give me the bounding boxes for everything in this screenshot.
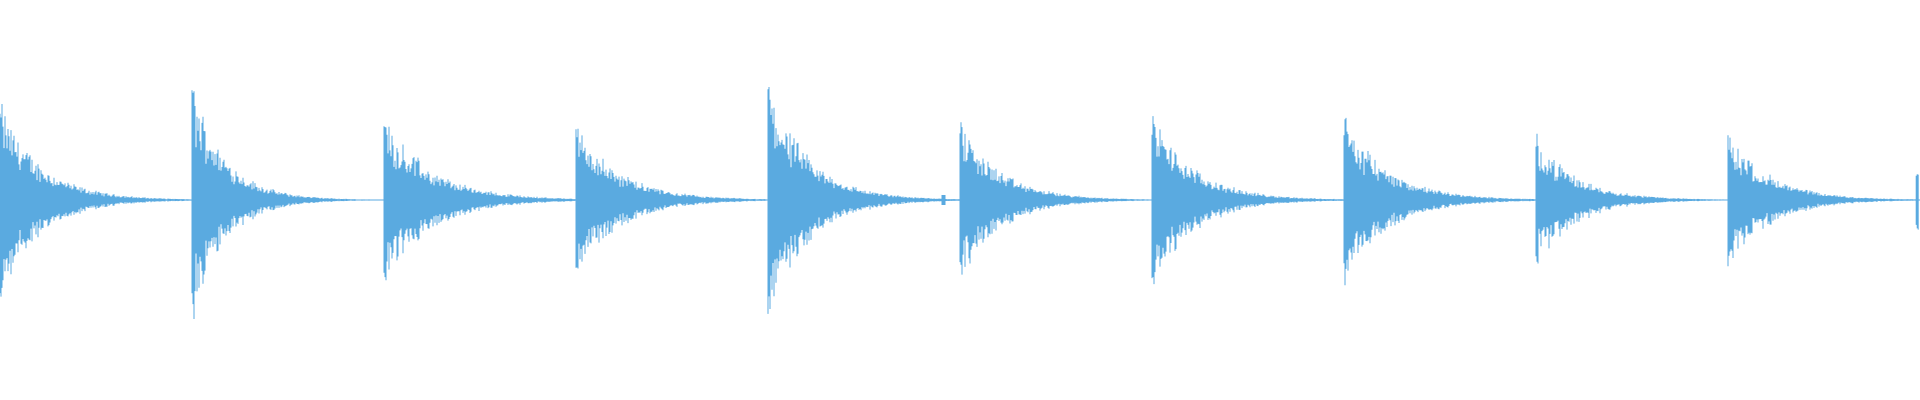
transient-burst — [1915, 174, 1920, 230]
waveform-envelope — [1915, 174, 1919, 230]
waveform-envelope — [1727, 135, 1917, 267]
waveform-envelope — [1151, 116, 1358, 285]
waveform-envelope — [1535, 133, 1724, 264]
transient-burst — [1535, 133, 1790, 264]
transient-burst — [1727, 135, 1920, 267]
transient-burst — [191, 90, 404, 319]
waveform-envelope — [1343, 117, 1557, 286]
waveform-envelope — [575, 128, 787, 269]
waveform-envelope — [191, 90, 370, 319]
transient-burst — [1343, 117, 1619, 286]
waveform-envelope — [0, 104, 206, 297]
waveform-envelope — [959, 122, 1150, 275]
